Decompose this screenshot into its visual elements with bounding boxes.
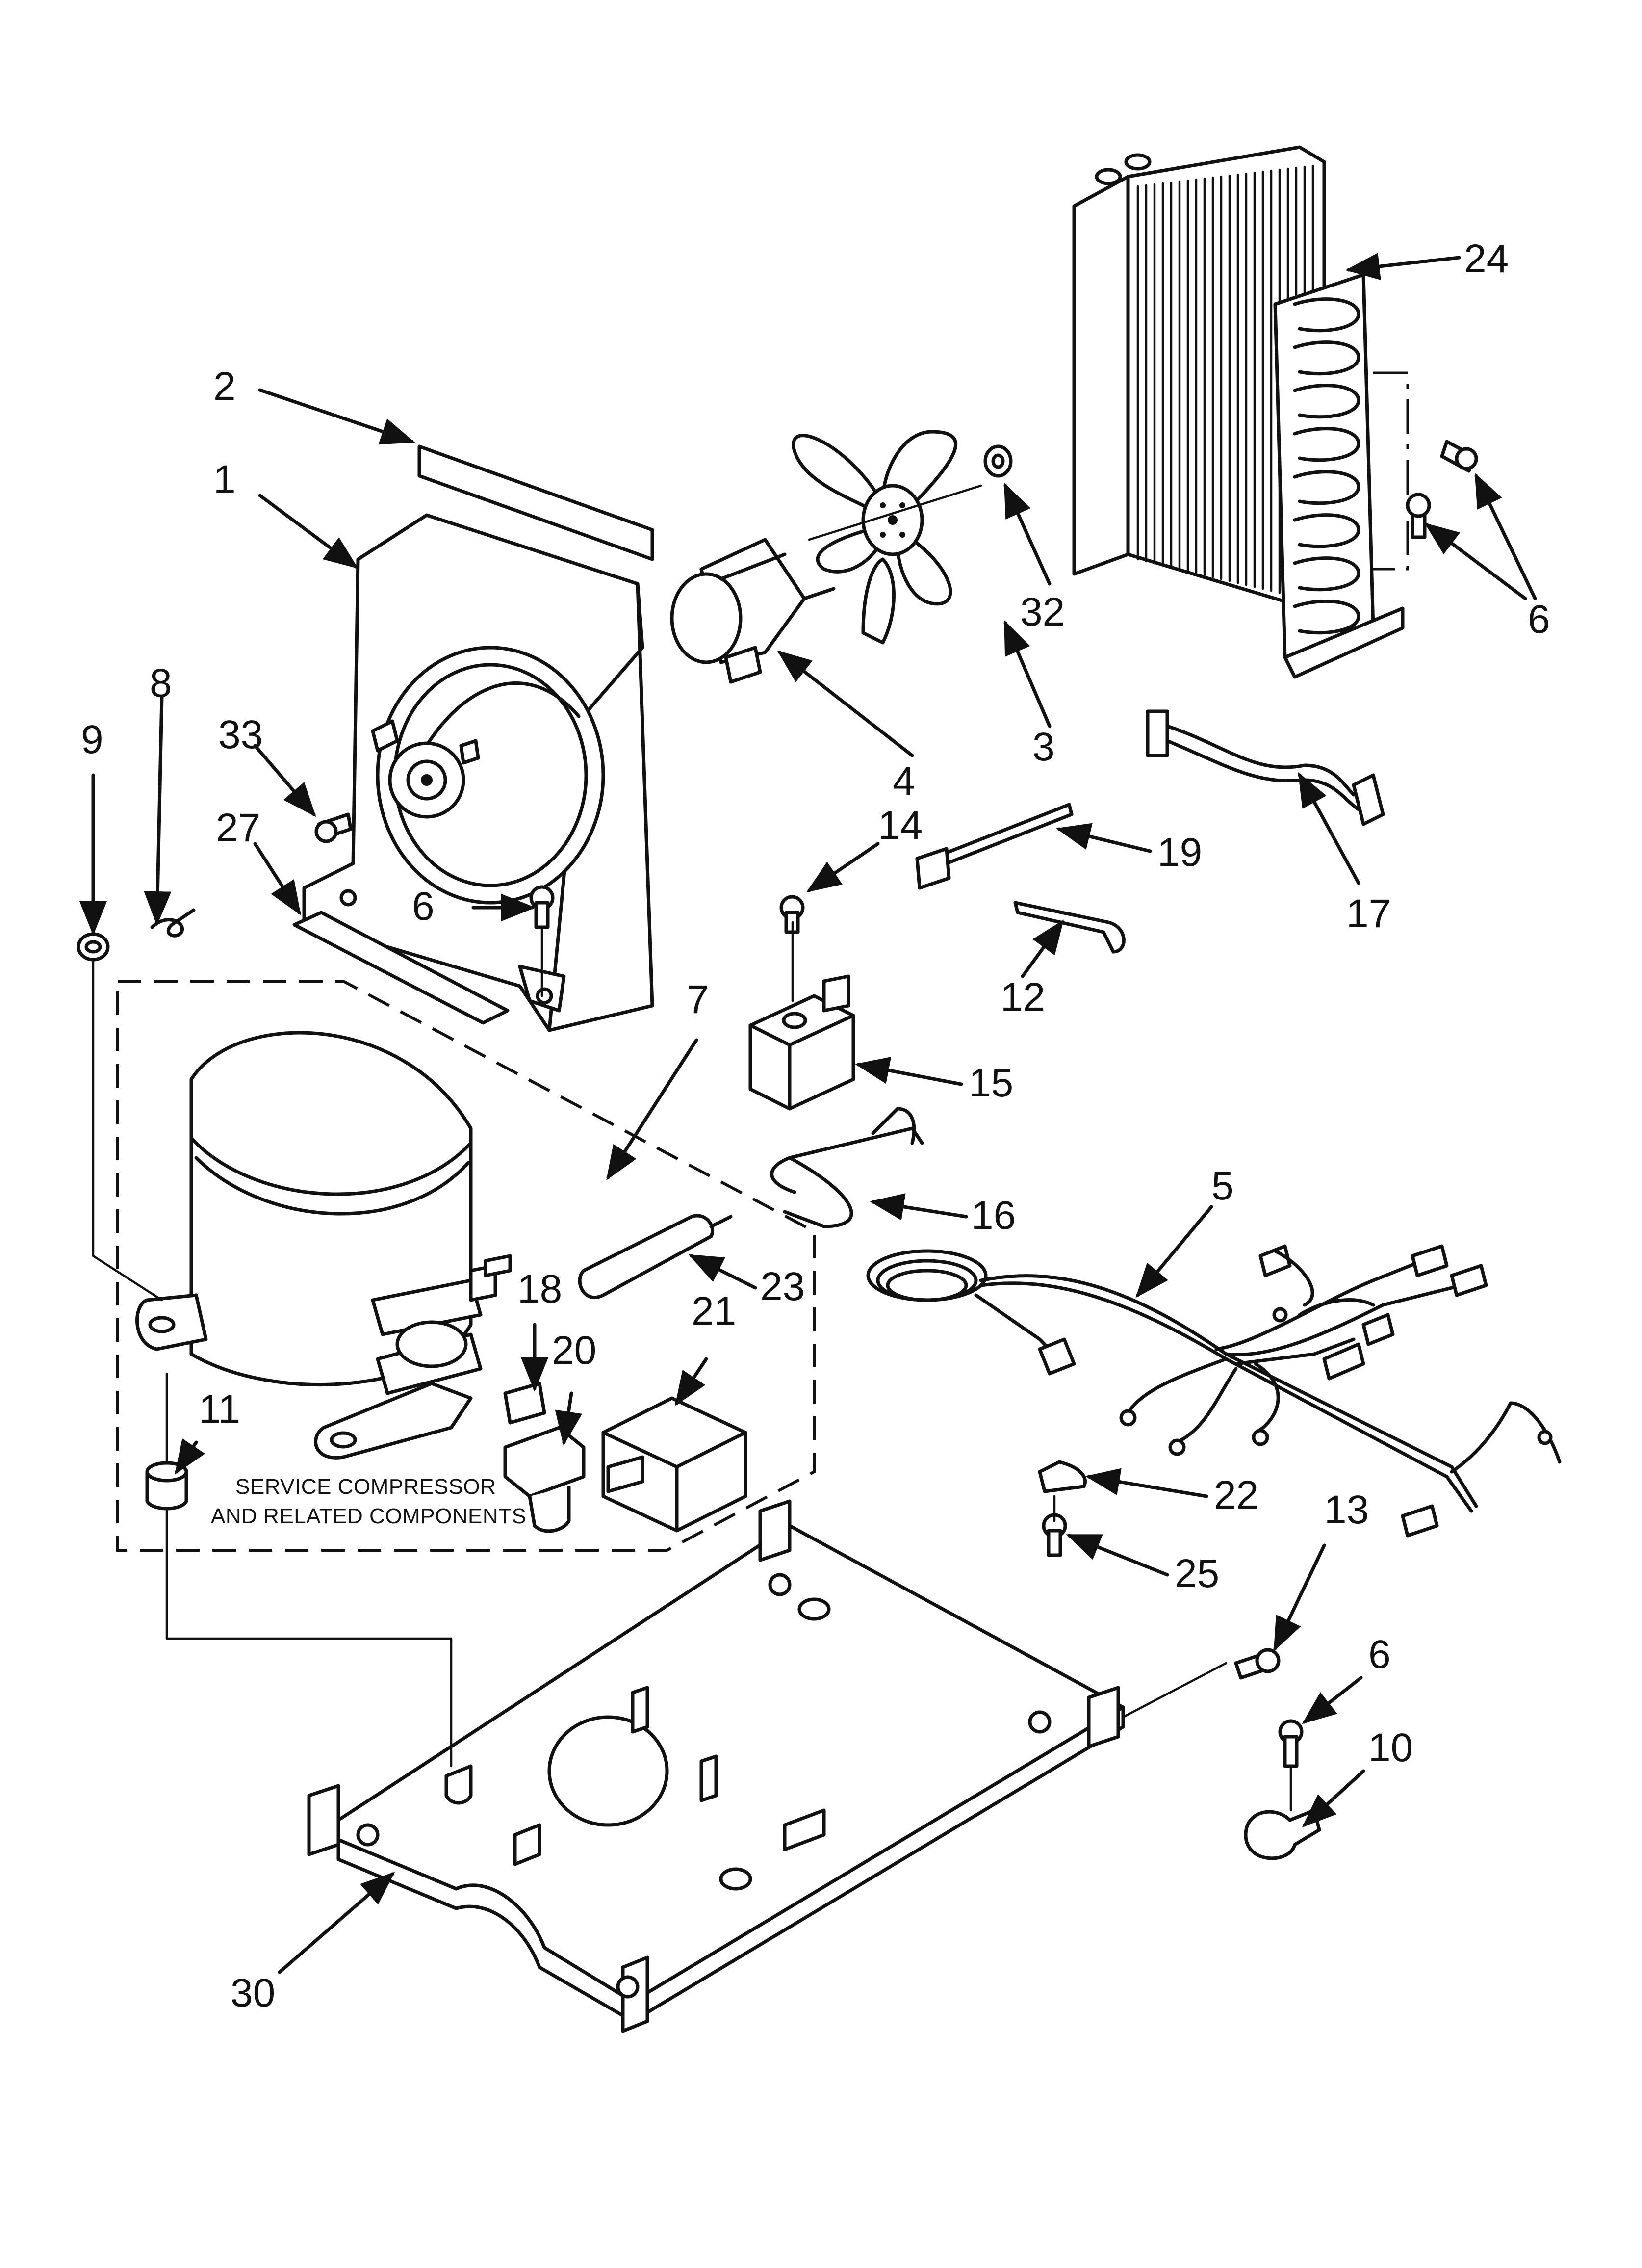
service-note-line1: SERVICE COMPRESSOR [235, 1475, 496, 1499]
washer [983, 444, 1013, 478]
wire-clip [1038, 1460, 1087, 1493]
callout-32: 32 [1020, 590, 1065, 634]
callout-18: 18 [517, 1267, 562, 1311]
callout-15: 15 [969, 1061, 1013, 1105]
callout-2: 2 [213, 364, 236, 409]
callout-16: 16 [971, 1193, 1016, 1238]
callout-8: 8 [150, 661, 172, 705]
service-note-line2: AND RELATED COMPONENTS [211, 1504, 526, 1528]
callout-33: 33 [218, 712, 263, 757]
callout-21: 21 [692, 1289, 736, 1333]
base-pan [307, 1499, 1125, 2033]
callout-9: 9 [81, 717, 103, 762]
cable-tie [915, 803, 1074, 890]
screw-part-13 [1234, 1648, 1281, 1680]
callout-14: 14 [878, 803, 923, 848]
callout-30: 30 [231, 1971, 275, 2015]
condenser [1072, 145, 1409, 679]
callout-25: 25 [1175, 1551, 1219, 1596]
callout-24: 24 [1464, 236, 1509, 281]
callout-22: 22 [1214, 1473, 1258, 1517]
relay-cover [601, 1396, 747, 1533]
callout-3: 3 [1032, 725, 1055, 769]
callout-13: 13 [1324, 1487, 1369, 1532]
grommet [77, 932, 110, 962]
callout-27: 27 [216, 806, 260, 850]
callout-7: 7 [687, 977, 709, 1022]
callout-12: 12 [1001, 975, 1045, 1019]
compressor-grommet [145, 1461, 188, 1511]
callout-17: 17 [1346, 891, 1391, 936]
fan-motor [670, 538, 836, 684]
fan-blade [792, 430, 958, 645]
callout-6-shroud: 6 [412, 884, 435, 929]
callout-labels: 2 1 32 3 4 24 6 8 9 33 27 6 14 19 17 12 … [81, 236, 1550, 2015]
service-note: SERVICE COMPRESSOR AND RELATED COMPONENT… [211, 1475, 526, 1528]
screw-part-6-condenser [1406, 440, 1478, 539]
callout-10: 10 [1368, 1725, 1413, 1770]
callout-19: 19 [1157, 830, 1202, 875]
callout-4: 4 [893, 759, 915, 804]
callout-1: 1 [213, 457, 236, 502]
insulation-strip [417, 444, 654, 561]
solenoid-coil [748, 974, 855, 1111]
wire-harness-main [866, 1244, 1562, 1538]
fan-shroud [302, 513, 654, 1032]
callout-11: 11 [199, 1387, 240, 1432]
callout-5: 5 [1211, 1164, 1234, 1208]
drain-tube [1013, 901, 1126, 954]
screw-part-33 [314, 812, 353, 843]
callout-6-condenser: 6 [1528, 597, 1550, 642]
relay-bracket [503, 1382, 546, 1425]
service-compressor-boundary [116, 980, 816, 1552]
insulation-strip-base [292, 911, 510, 1025]
callout-23: 23 [760, 1264, 805, 1309]
valve-bracket [770, 1107, 924, 1228]
compressor [135, 1031, 512, 1460]
screw-part-6-shroud [529, 885, 555, 929]
leader-lines [79, 253, 1537, 1974]
clamp [1244, 1808, 1321, 1860]
callout-6-clamp: 6 [1368, 1632, 1391, 1677]
callout-20: 20 [552, 1328, 596, 1373]
screw-part-6-clamp [1278, 1719, 1304, 1768]
wire-harness-short [1146, 709, 1385, 826]
filter-drier [578, 1214, 733, 1300]
